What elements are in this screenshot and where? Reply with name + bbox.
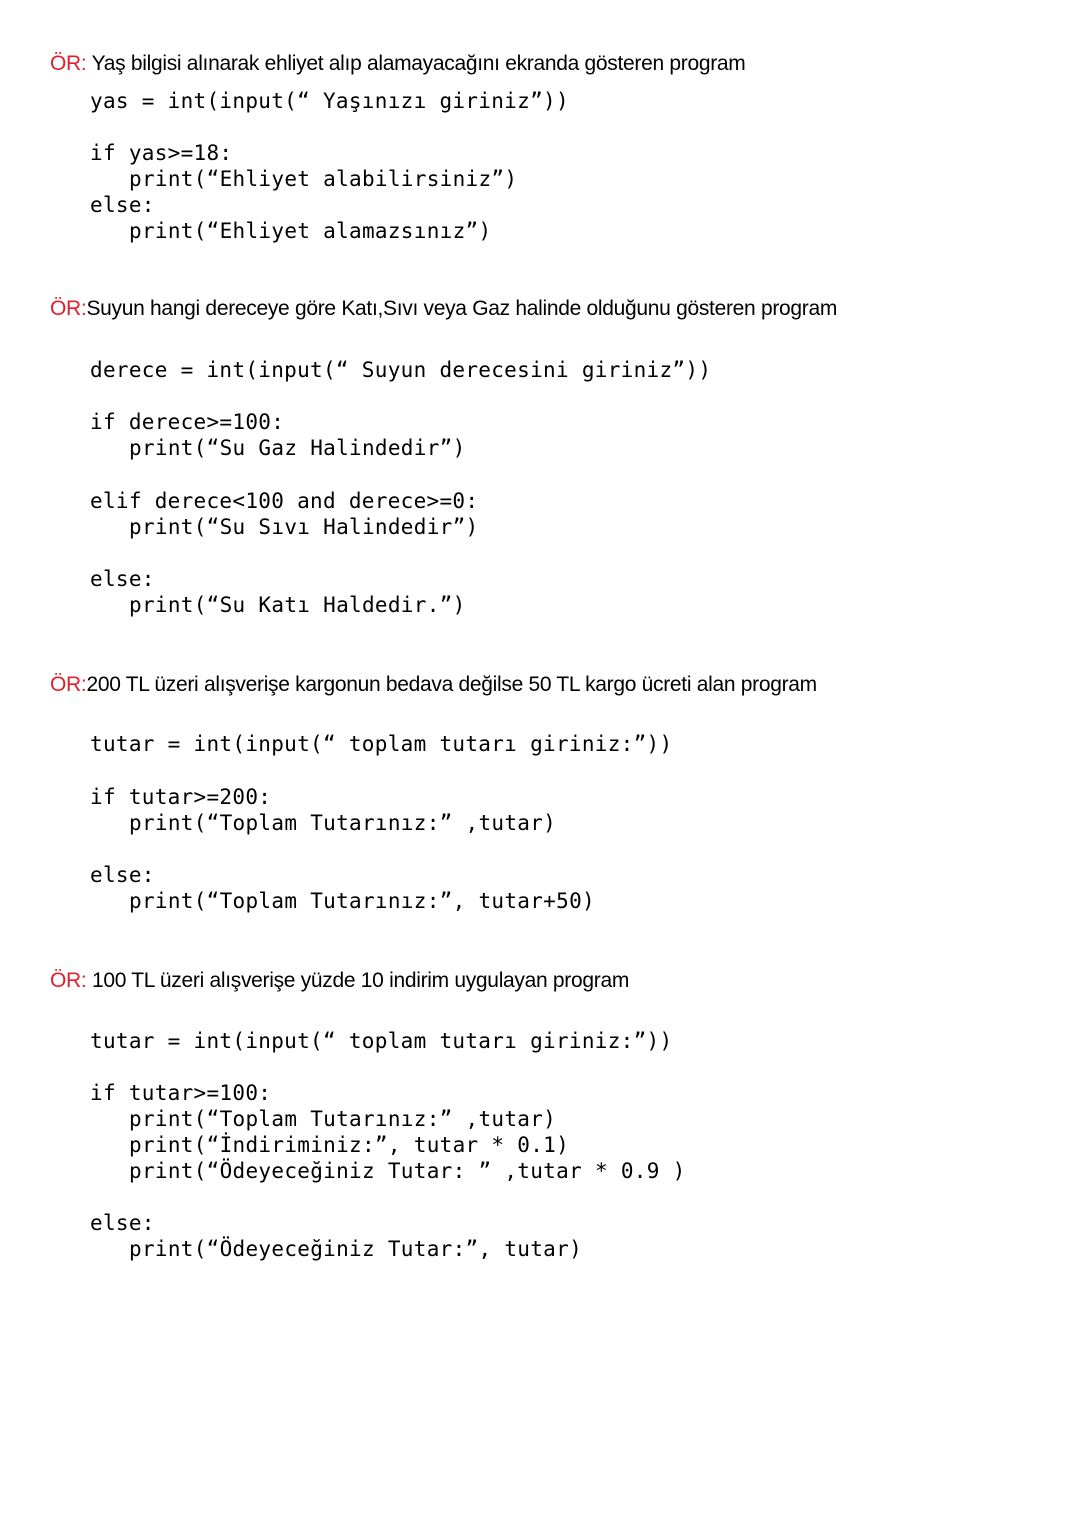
code-line: print(“Su Gaz Halindedir”) [129,436,466,460]
example-title: Suyun hangi dereceye göre Katı,Sıvı veya… [86,297,838,320]
code-line: tutar = int(input(“ toplam tutarı girini… [90,1029,673,1053]
example-3-heading: ÖR:200 TL üzeri alışverişe kargonun beda… [50,672,817,698]
example-4-heading: ÖR: 100 TL üzeri alışverişe yüzde 10 ind… [50,968,629,994]
code-line: print(“Su Katı Haldedir.”) [129,593,466,617]
code-line: yas = int(input(“ Yaşınızı giriniz”)) [90,89,569,113]
code-line: print(“Ehliyet alamazsınız”) [129,219,492,243]
code-line: else: [90,567,155,591]
example-label: ÖR: [50,297,87,320]
example-title: Yaş bilgisi alınarak ehliyet alıp alamay… [86,52,746,75]
code-line: print(“Ödeyeceğiniz Tutar: ” ,tutar * 0.… [129,1159,686,1183]
example-title: 100 TL üzeri alışverişe yüzde 10 indirim… [86,969,630,992]
example-1-heading: ÖR: Yaş bilgisi alınarak ehliyet alıp al… [50,51,746,77]
code-line: tutar = int(input(“ toplam tutarı girini… [90,732,673,756]
code-line: if tutar>=100: [90,1081,272,1105]
code-line: else: [90,193,155,217]
code-line: if tutar>=200: [90,785,272,809]
code-line: print(“Ödeyeceğiniz Tutar:”, tutar) [129,1237,583,1261]
example-label: ÖR: [50,673,87,696]
code-line: if derece>=100: [90,410,285,434]
code-line: print(“Su Sıvı Halindedir”) [129,515,479,539]
code-line: print(“İndiriminiz:”, tutar * 0.1) [129,1133,570,1157]
code-line: else: [90,863,155,887]
code-line: print(“Toplam Tutarınız:” ,tutar) [129,1107,557,1131]
example-label: ÖR: [50,969,87,992]
example-2-heading: ÖR:Suyun hangi dereceye göre Katı,Sıvı v… [50,296,837,322]
code-line: print(“Ehliyet alabilirsiniz”) [129,167,518,191]
code-line: else: [90,1211,155,1235]
code-line: derece = int(input(“ Suyun derecesini gi… [90,358,712,382]
code-line: print(“Toplam Tutarınız:”, tutar+50) [129,889,595,913]
code-line: elif derece<100 and derece>=0: [90,489,479,513]
code-line: print(“Toplam Tutarınız:” ,tutar) [129,811,557,835]
example-label: ÖR: [50,52,87,75]
code-line: if yas>=18: [90,141,233,165]
example-title: 200 TL üzeri alışverişe kargonun bedava … [86,673,817,696]
